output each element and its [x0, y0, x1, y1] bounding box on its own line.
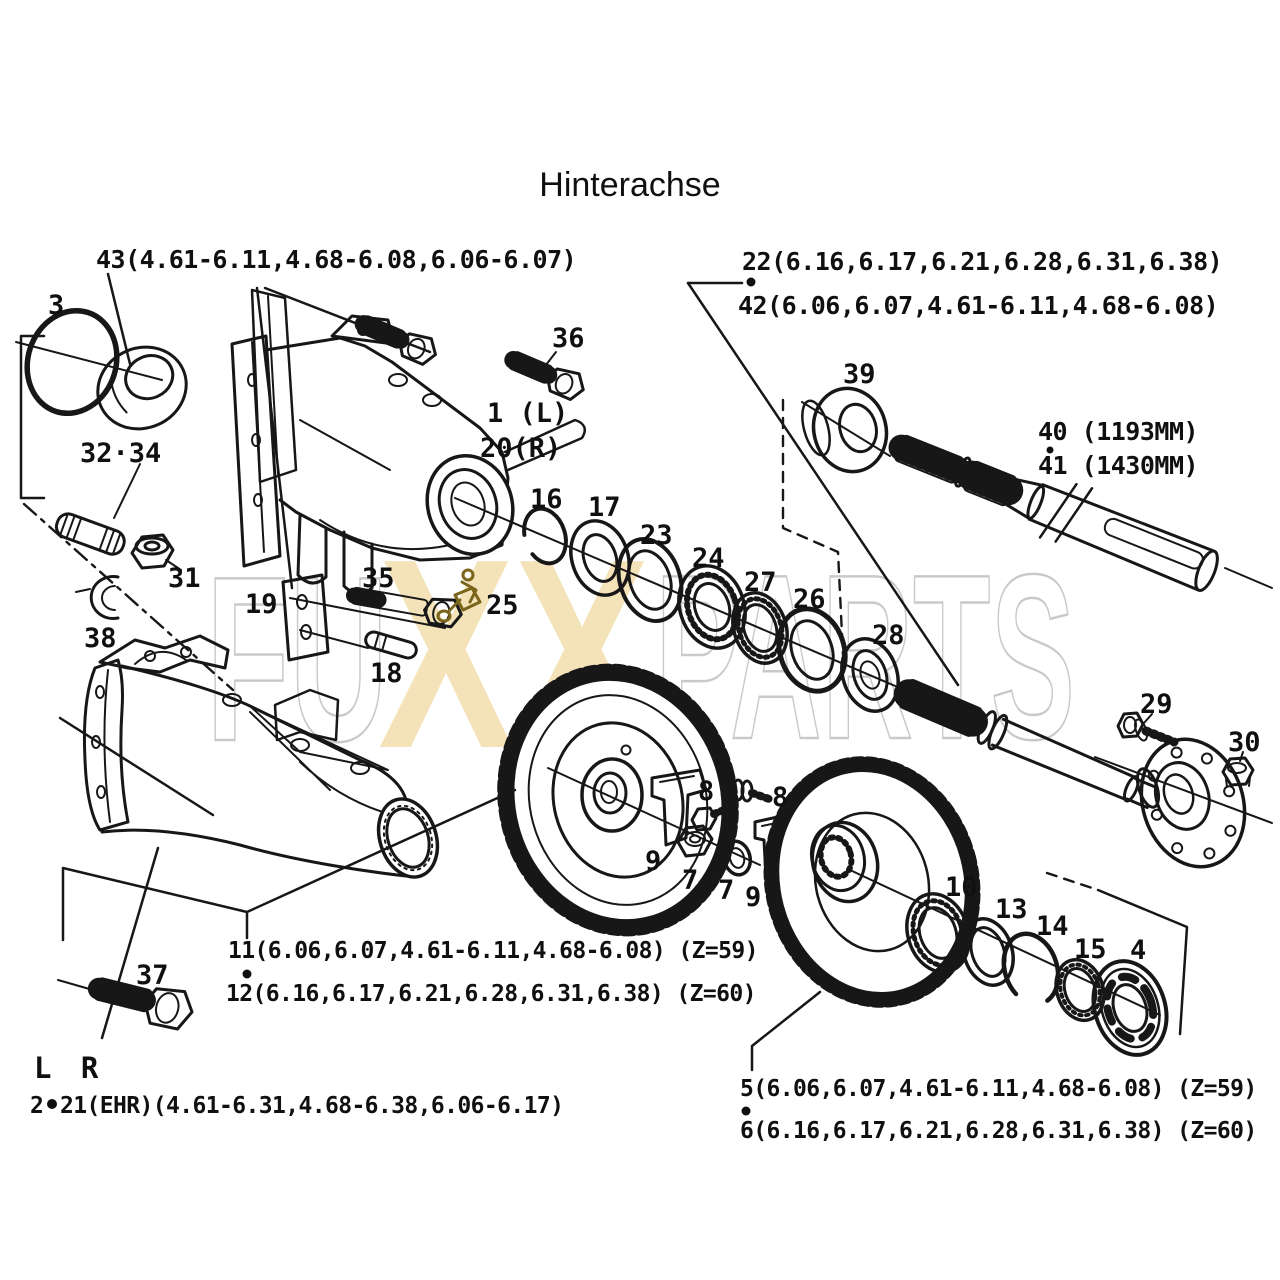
leader-right-group — [1045, 871, 1189, 1036]
part-label-4: 4 — [1130, 935, 1146, 966]
part-31-nut — [130, 533, 182, 571]
part-29-bolt — [1116, 711, 1179, 747]
note-22: 22(6.16,6.17,6.21,6.28,6.31,6.38) — [742, 247, 1222, 276]
part-label-18: 18 — [370, 658, 403, 689]
part-label-28: 28 — [872, 620, 905, 651]
leader-lower-flange — [58, 716, 215, 817]
note-12: 12(6.16,6.17,6.21,6.28,6.31,6.38) (Z=60) — [226, 981, 756, 1007]
part-28-seal — [840, 637, 900, 713]
part-label-9b: 9 — [745, 882, 761, 913]
bullet-dot-5-6 — [741, 1106, 751, 1116]
part-label-17: 17 — [588, 492, 621, 523]
note-6: 6(6.16,6.17,6.21,6.28,6.31,6.38) (Z=60) — [740, 1118, 1257, 1144]
part-label-14: 14 — [1036, 911, 1069, 942]
note-5: 5(6.06,6.07,4.61-6.11,4.68-6.08) (Z=59) — [740, 1076, 1257, 1102]
part-label-37: 37 — [136, 960, 169, 991]
part-label-32-34: 32·34 — [80, 438, 161, 469]
leader-11-12 — [61, 866, 249, 942]
leader-35-axis — [289, 597, 446, 629]
part-10-bearing — [905, 892, 971, 974]
part-label-23: 23 — [640, 520, 673, 551]
note-42: 42(6.06,6.07,4.61-6.11,4.68-6.08) — [738, 291, 1218, 320]
part-15-ring — [1054, 957, 1106, 1023]
part-16-snap-ring — [522, 506, 568, 566]
part-label-24: 24 — [692, 543, 725, 574]
note-11: 11(6.06,6.07,4.61-6.11,4.68-6.08) (Z=59) — [228, 938, 758, 964]
note-40: 40 (1193MM) — [1038, 417, 1198, 446]
part-label-9a: 9 — [645, 846, 661, 877]
part-7-washer-b — [721, 839, 753, 877]
part-7-nut-a — [676, 824, 714, 858]
watermark: FU XX PARTS — [205, 504, 1077, 805]
leader-22-42 — [686, 281, 960, 687]
part-32-34-stud — [54, 512, 126, 556]
page-title: Hinterachse — [539, 166, 720, 204]
part-label-13: 13 — [995, 894, 1028, 925]
note-2-prefix: 2 — [30, 1093, 43, 1119]
part-39-collar — [801, 386, 891, 474]
note-41: 41 (1430MM) — [1038, 451, 1198, 480]
part-18-pin — [364, 630, 418, 660]
part-label-20: 20(R) — [480, 433, 561, 464]
part-label-39: 39 — [843, 359, 876, 390]
part-label-7a: 7 — [682, 865, 698, 896]
part-37-bolt — [87, 977, 194, 1031]
part-axle-step — [1135, 767, 1161, 809]
part-label-8b: 8 — [772, 782, 788, 813]
part-label-25: 25 — [486, 590, 519, 621]
part-label-36: 36 — [552, 323, 585, 354]
leader-axle-axis — [1094, 756, 1273, 824]
part-label-30: 30 — [1228, 727, 1261, 758]
part-4-bearing — [1091, 959, 1169, 1057]
leader-2-21 — [100, 846, 160, 1040]
part-43-bearing — [96, 345, 188, 431]
part-24-bearing — [677, 564, 747, 650]
part-8-bolt-b — [731, 778, 776, 804]
part-label-38: 38 — [84, 623, 117, 654]
part-label-31: 31 — [168, 563, 201, 594]
part-label-10: 10 — [945, 872, 978, 903]
leader-18-axis — [299, 629, 369, 649]
note-43: 43(4.61-6.11,4.68-6.08,6.06-6.07) — [96, 245, 576, 274]
leader-shaft-axis — [1224, 567, 1273, 589]
part-label-3: 3 — [48, 290, 64, 321]
part-label-7b: 7 — [718, 875, 734, 906]
part-label-27: 27 — [744, 567, 777, 598]
part-8-bolt-a — [690, 802, 738, 832]
part-label-16: 16 — [530, 484, 563, 515]
part-40-41-shaft — [888, 434, 1219, 592]
part-30-nut — [1221, 751, 1255, 788]
part-label-26: 26 — [793, 584, 826, 615]
part-25-grease-fitting — [436, 568, 482, 623]
bullet-dot-40-41 — [1046, 446, 1054, 454]
part-label-15: 15 — [1074, 934, 1107, 965]
part-label-35: 35 — [362, 563, 395, 594]
part-bolt-top — [354, 315, 437, 366]
bullet-dot-11-12 — [242, 969, 252, 979]
part-38-bushing — [75, 575, 120, 620]
part-label-1: 1 (L) — [487, 398, 568, 429]
leader-37 — [57, 979, 94, 991]
part-axle-shaft — [893, 679, 1158, 810]
note-21: 21(EHR)(4.61-6.31,4.68-6.38,6.06-6.17) — [60, 1093, 563, 1119]
bullet-dot-22-42 — [746, 277, 756, 287]
part-13-washer — [961, 917, 1015, 987]
part-3-o-ring — [24, 307, 120, 417]
part-label-19: 19 — [245, 589, 278, 620]
leader-32-34 — [113, 463, 141, 519]
leader-36 — [541, 351, 557, 371]
leader-dashed-group — [781, 398, 845, 657]
orientation-label: L R — [34, 1051, 104, 1085]
part-label-29: 29 — [1140, 689, 1173, 720]
part-label-8a: 8 — [698, 776, 714, 807]
leader-11-12-gear — [245, 788, 517, 914]
bullet-dot-2-21 — [47, 1099, 57, 1109]
leader-5-6 — [750, 990, 822, 1072]
part-36-bolt — [504, 351, 585, 401]
part-14-snap-ring — [1001, 931, 1061, 1007]
leader-ring-axis — [454, 497, 901, 689]
part-23-seal — [616, 536, 684, 624]
